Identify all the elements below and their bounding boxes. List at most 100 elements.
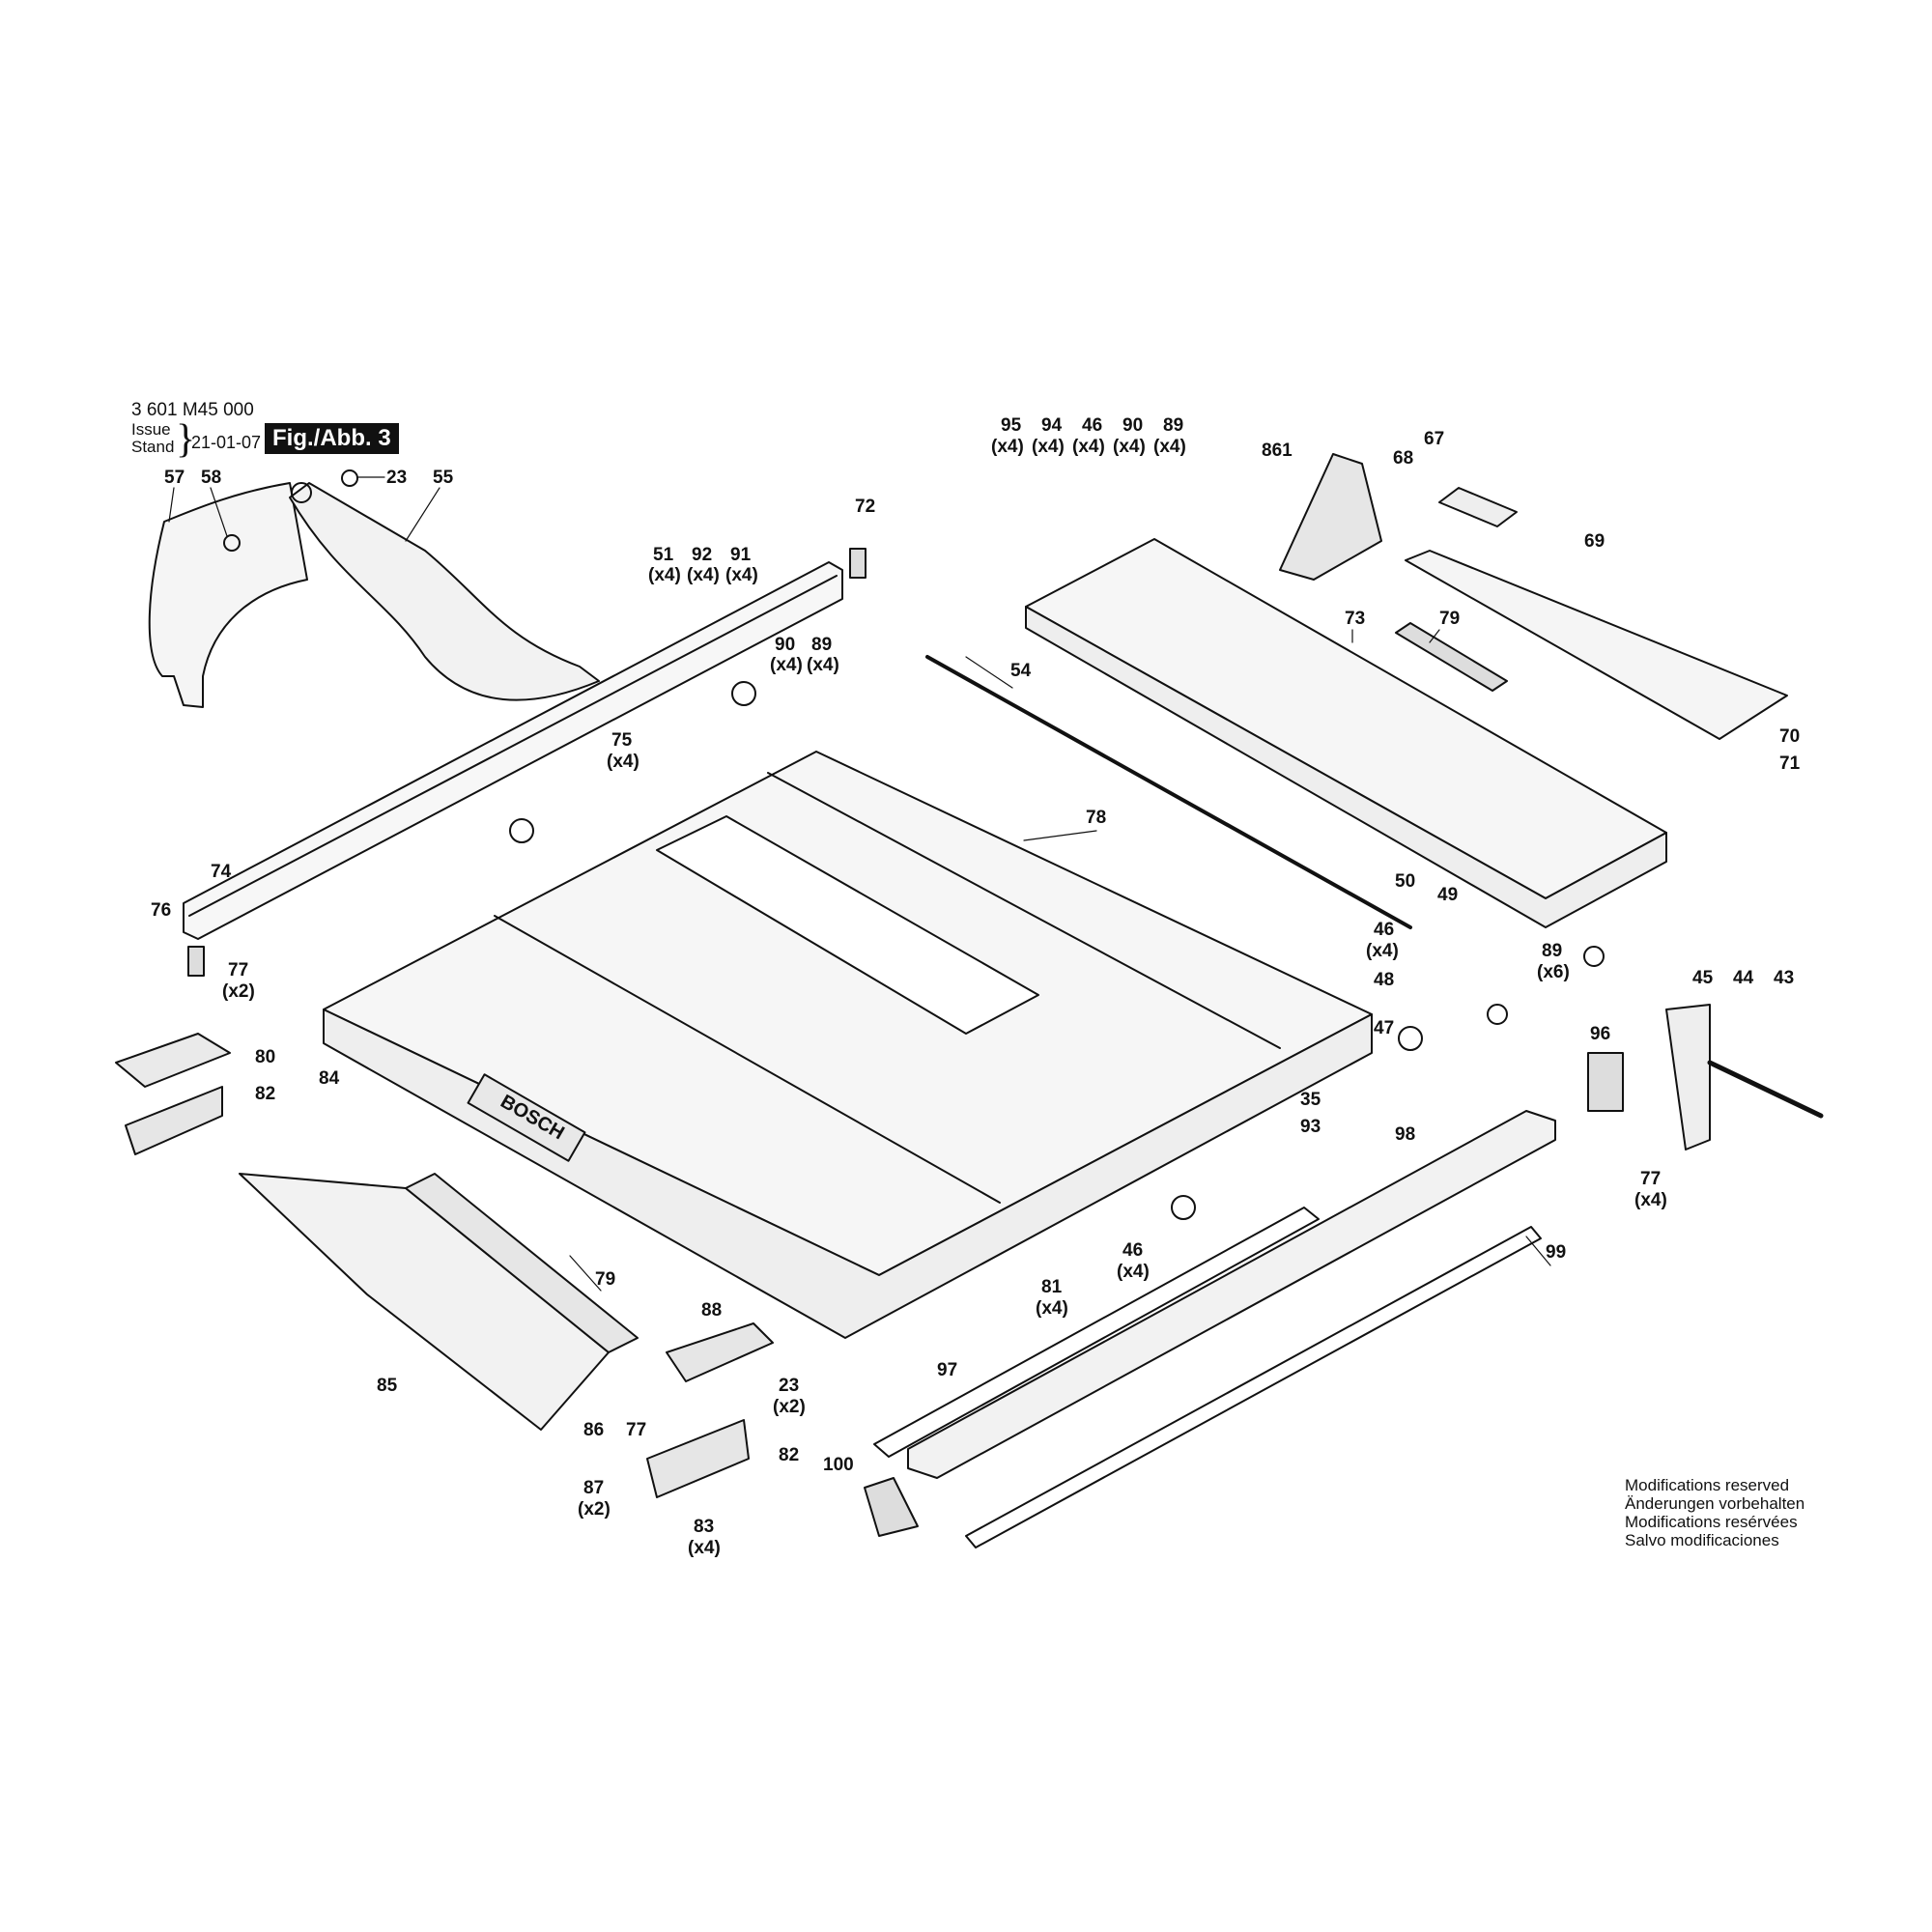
scale-strip-97 (873, 1207, 1320, 1458)
miter-slot-left (494, 915, 1001, 1204)
rod-54 (925, 655, 1412, 929)
issue-stand-labels: Issue Stand (131, 421, 174, 456)
rip-fence-rail (183, 561, 843, 940)
callout-label: 79 (595, 1269, 615, 1290)
callout-label: 99 (1546, 1242, 1566, 1263)
callout-label: 48 (1374, 970, 1394, 990)
callout-label: 51 (653, 545, 674, 565)
callout-label: 97 (937, 1360, 957, 1380)
callout-label: 91 (730, 545, 752, 565)
callout-label: 58 (201, 468, 221, 488)
callout-label: 98 (1395, 1124, 1415, 1145)
part-number: 3 601 M45 000 (131, 400, 254, 420)
callout-label: 84 (319, 1068, 340, 1089)
callout-label: 88 (701, 1300, 722, 1321)
miter-slot-right (767, 772, 1281, 1049)
callout-label: (x4) (1153, 437, 1186, 457)
callout-label: (x4) (648, 565, 681, 585)
plate-67 (1438, 487, 1518, 527)
riving-knife (289, 482, 600, 701)
callout-label: 89 (811, 635, 832, 655)
callout-label: (x4) (807, 655, 839, 675)
callout-label: 69 (1584, 531, 1605, 552)
end-cap-76 (187, 946, 205, 977)
callout-label: 87 (583, 1478, 604, 1498)
callout-label: (x4) (1117, 1262, 1150, 1282)
callout-labels: 57 58 23 55 72 51 (x4) 92 (x4) 91 (x4) 9… (151, 415, 1801, 1558)
washer (509, 818, 534, 843)
callout-label: 68 (1393, 448, 1413, 469)
table-extension (1025, 538, 1667, 899)
callout-label: 43 (1774, 968, 1794, 988)
callout-label: 67 (1424, 429, 1444, 449)
notice-line-fr: Modifications resérvées (1625, 1513, 1798, 1531)
callout-label: (x4) (1072, 437, 1105, 457)
washer (1583, 946, 1605, 967)
callout-label: (x4) (687, 565, 720, 585)
issue-date: 21-01-07 (191, 433, 262, 452)
bracket-88 (666, 1322, 774, 1382)
callout-label: 44 (1733, 968, 1754, 988)
notice-line-de: Änderungen vorbehalten (1625, 1494, 1805, 1513)
callout-label: (x2) (773, 1397, 806, 1417)
callout-label: 89 (1163, 415, 1183, 436)
callout-label: 49 (1437, 885, 1458, 905)
washer (731, 681, 756, 706)
callout-label: 47 (1374, 1018, 1394, 1038)
callout-label: 78 (1086, 808, 1106, 828)
callout-label: 90 (775, 635, 795, 655)
callout-label: 90 (1122, 415, 1143, 436)
leader-lines (168, 476, 1551, 1292)
blade-guard (148, 482, 308, 708)
callout-label: 46 (1082, 415, 1102, 436)
extension-edge (1025, 606, 1667, 928)
bosch-badge (467, 1073, 586, 1162)
callout-label: 71 (1779, 753, 1801, 774)
callout-label: (x4) (1366, 941, 1399, 961)
callout-label: (x2) (222, 981, 255, 1002)
bracket-96 (1587, 1052, 1624, 1112)
rod-43 (1707, 1060, 1824, 1119)
callout-label: 73 (1345, 609, 1365, 629)
figure-label: Fig./Abb. 3 (265, 423, 399, 454)
callout-label: 54 (1010, 661, 1032, 681)
notice-line-en: Modifications reserved (1625, 1476, 1790, 1494)
callout-label: 861 (1262, 440, 1293, 461)
saw-blade (1279, 453, 1382, 581)
blade-slot (656, 815, 1039, 1035)
bracket-82-bottom (646, 1419, 750, 1498)
scale-strip-99 (965, 1226, 1542, 1548)
nut-23 (341, 469, 358, 487)
callout-label: 82 (779, 1445, 799, 1465)
brace-glyph: } (176, 417, 196, 462)
callout-label: 45 (1692, 968, 1714, 988)
callout-label: 23 (386, 468, 407, 488)
callout-label: 23 (779, 1376, 799, 1396)
callout-label: 79 (1439, 609, 1460, 629)
callout-label: 76 (151, 900, 171, 921)
callout-label: (x2) (578, 1499, 611, 1520)
callout-label: 93 (1300, 1117, 1321, 1137)
callout-label: 75 (611, 730, 633, 751)
callout-label: 72 (855, 497, 875, 517)
callout-label: 100 (823, 1455, 854, 1475)
washer (1398, 1026, 1423, 1051)
callout-label: 50 (1395, 871, 1415, 892)
callout-label: 70 (1779, 726, 1800, 747)
washer (1487, 1004, 1508, 1025)
callout-label: (x4) (991, 437, 1024, 457)
side-fence-plate (405, 1173, 639, 1353)
end-cap-72 (849, 548, 867, 579)
callout-label: 86 (583, 1420, 604, 1440)
callout-label: 92 (692, 545, 712, 565)
callout-label: 77 (228, 960, 248, 980)
callout-label: 77 (626, 1420, 646, 1440)
callout-label: 46 (1374, 920, 1394, 940)
callout-label: 95 (1001, 415, 1022, 436)
callout-label: (x4) (688, 1538, 721, 1558)
callout-label: (x4) (1113, 437, 1146, 457)
side-fence (239, 1173, 610, 1431)
clamp-44 (1665, 1004, 1711, 1151)
